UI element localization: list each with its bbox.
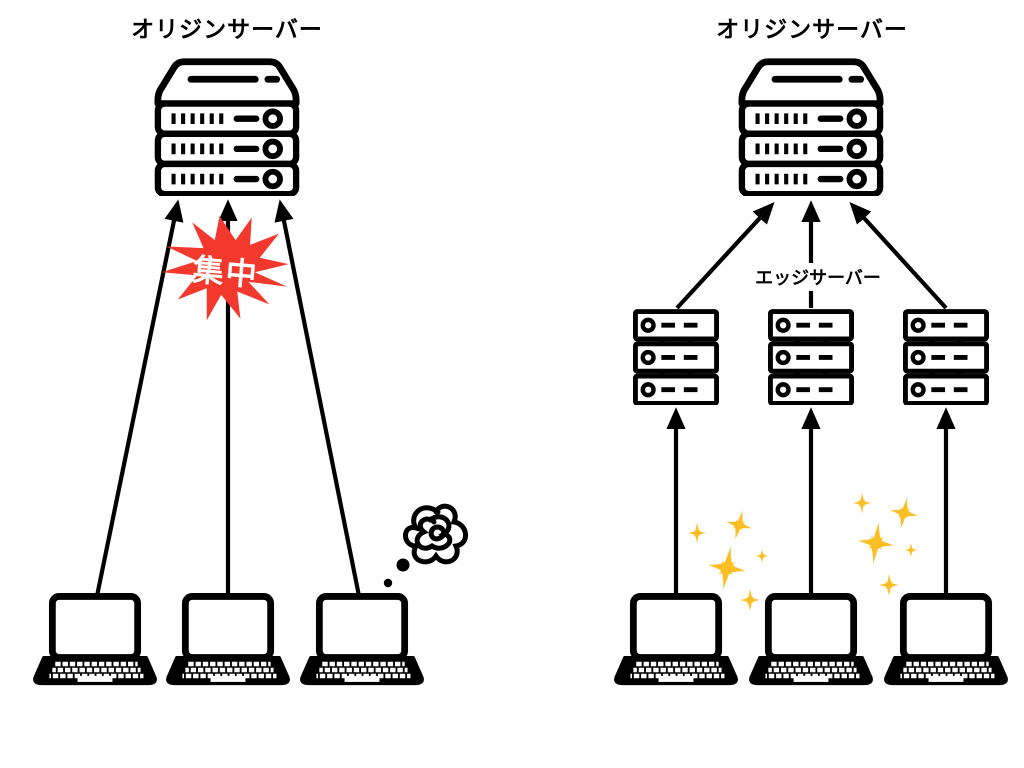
congestion-burst: 集中 bbox=[156, 216, 296, 322]
left-laptop-2-icon bbox=[165, 593, 291, 690]
arrow-left-client1-origin bbox=[94, 199, 184, 597]
edge-server-3-icon bbox=[903, 309, 989, 405]
right-edge-to-origin-arrows bbox=[675, 200, 948, 310]
right-client-to-edge-arrows bbox=[666, 407, 956, 596]
left-origin-server-title: オリジンサーバー bbox=[131, 16, 323, 42]
arrow-edge1-origin bbox=[675, 202, 775, 310]
right-laptop-1-icon bbox=[613, 593, 739, 690]
left-origin-server-icon bbox=[154, 56, 300, 196]
frustration-scribble-icon bbox=[383, 503, 468, 588]
burst-label: 集中 bbox=[191, 251, 261, 293]
edge-server-1-icon bbox=[633, 309, 719, 405]
right-laptop-3-icon bbox=[883, 593, 1009, 690]
left-laptop-3-icon bbox=[299, 593, 425, 690]
edge-server-2-icon bbox=[768, 309, 854, 405]
sparkles-cluster-2-icon bbox=[852, 492, 922, 595]
edge-server-label: エッジサーバー bbox=[737, 263, 899, 291]
burst-shape-icon bbox=[161, 216, 289, 321]
arrow-left-client3-origin bbox=[274, 199, 362, 597]
left-laptop-1-icon bbox=[32, 593, 158, 690]
right-origin-server-title: オリジンサーバー bbox=[716, 16, 908, 42]
right-origin-server-icon bbox=[738, 56, 884, 196]
right-laptop-2-icon bbox=[748, 593, 874, 690]
arrow-edge3-origin bbox=[849, 202, 948, 310]
